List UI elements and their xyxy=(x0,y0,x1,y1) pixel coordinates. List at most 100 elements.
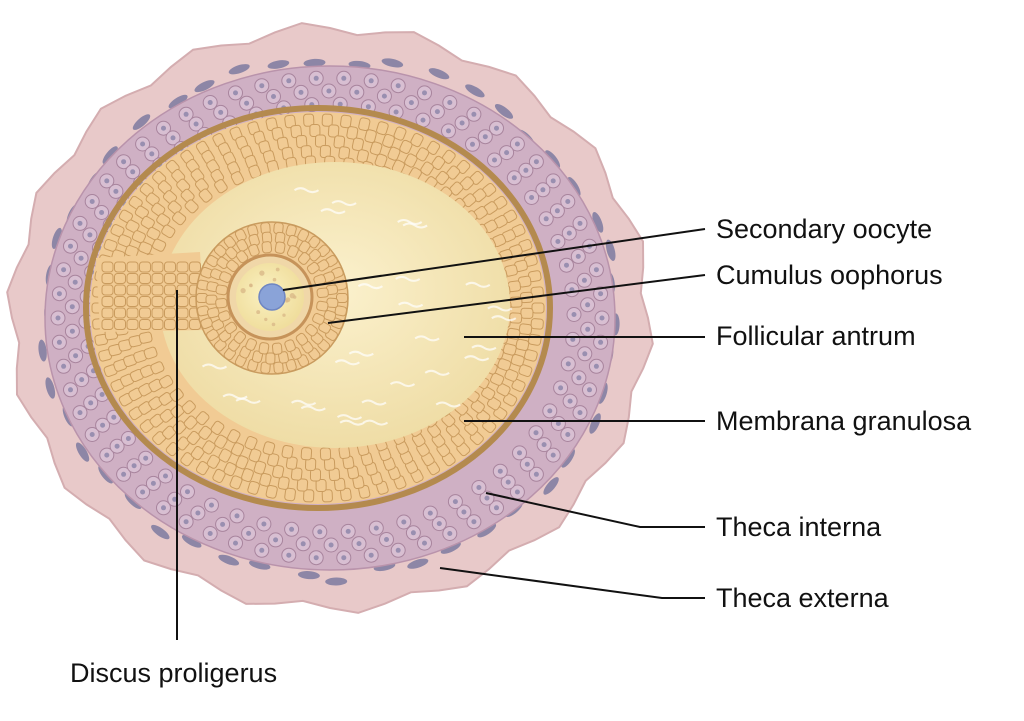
theca-interna-nucleus xyxy=(121,471,127,477)
granulosa-cell xyxy=(150,361,165,375)
theca-interna-nucleus xyxy=(582,351,588,357)
cumulus-cell xyxy=(297,228,310,242)
theca-interna-nucleus xyxy=(246,530,252,536)
theca-interna-nucleus xyxy=(143,455,149,461)
granulosa-cell xyxy=(333,135,346,149)
theca-interna-nucleus xyxy=(68,243,73,249)
granulosa-cell xyxy=(227,429,241,444)
granulosa-cell xyxy=(198,425,213,440)
theca-externa-fibroblast xyxy=(38,339,47,362)
granulosa-cell xyxy=(161,224,176,239)
theca-interna-nucleus xyxy=(149,151,155,157)
theca-interna-nucleus xyxy=(434,109,440,115)
theca-interna-nucleus xyxy=(585,326,591,332)
theca-interna-nucleus xyxy=(77,410,83,416)
theca-interna-nucleus xyxy=(461,509,467,515)
discus-proligerus-cell xyxy=(151,307,164,319)
cumulus-cell xyxy=(274,241,286,254)
theca-interna-nucleus xyxy=(100,422,106,428)
theca-interna-nucleus xyxy=(422,90,427,96)
discus-proligerus-cell xyxy=(176,284,189,296)
leader-secondary-oocyte xyxy=(282,228,706,291)
theca-interna-nucleus xyxy=(61,363,67,369)
antrum-fluid-texture xyxy=(201,187,517,426)
theca-interna-nucleus xyxy=(598,291,604,297)
theca-interna-nucleus xyxy=(471,519,477,525)
discus-proligerus-cell xyxy=(164,261,176,273)
theca-interna-nucleus xyxy=(104,178,110,184)
theca-externa-fibroblast xyxy=(477,523,497,538)
theca-interna-nucleus xyxy=(577,220,583,226)
discus-proligerus-cell xyxy=(164,284,176,296)
discus-proligerus-cell xyxy=(126,319,139,330)
theca-interna-nucleus xyxy=(207,531,213,536)
theca-interna-nucleus xyxy=(565,361,571,367)
theca-interna-nucleus xyxy=(73,353,79,359)
theca-interna-nucleus xyxy=(540,187,546,193)
granulosa-cell xyxy=(230,171,245,186)
theca-externa-fibroblast xyxy=(51,227,62,249)
label-follicular-antrum: Follicular antrum xyxy=(716,321,916,351)
theca-interna-nucleus xyxy=(104,452,110,458)
cumulus-cell xyxy=(207,307,220,319)
discus-proligerus-cell xyxy=(114,319,126,330)
theca-interna-nucleus xyxy=(523,167,529,173)
theca-interna-nucleus xyxy=(193,121,199,127)
granulosa-cell xyxy=(393,126,407,141)
theca-interna-nucleus xyxy=(244,100,250,106)
granulosa-cell xyxy=(284,487,296,502)
cumulus-cell xyxy=(278,351,289,364)
cumulus-cell xyxy=(215,284,228,296)
theca-interna-nucleus xyxy=(99,210,105,215)
discus-proligerus-cell xyxy=(101,261,114,273)
theca-interna-nucleus xyxy=(576,375,582,381)
discus-proligerus-cell xyxy=(126,307,139,319)
label-discus-proligerus: Discus proligerus xyxy=(70,658,278,688)
label-membrana-granulosa: Membrana granulosa xyxy=(716,406,972,436)
cumulus-cell xyxy=(213,244,227,258)
theca-interna-nucleus xyxy=(436,521,442,527)
theca-interna-nucleus xyxy=(384,537,389,542)
theca-interna-nucleus xyxy=(598,339,604,345)
granulosa-cell xyxy=(146,226,161,241)
cumulus-cell xyxy=(233,331,247,344)
theca-interna-nucleus xyxy=(218,109,224,115)
cumulus-cell xyxy=(285,358,297,372)
theca-interna-nucleus xyxy=(459,120,465,126)
theca-interna-nucleus xyxy=(492,157,497,163)
granulosa-cell xyxy=(259,472,272,487)
theca-interna-nucleus xyxy=(163,473,168,479)
theca-interna-nucleus xyxy=(259,83,265,89)
theca-interna-nucleus xyxy=(313,75,319,81)
granulosa-cell xyxy=(404,153,418,168)
antrum-wisp xyxy=(414,335,440,342)
granulosa-cell xyxy=(410,133,424,148)
theca-interna-nucleus xyxy=(395,83,401,89)
theca-interna-nucleus xyxy=(365,104,371,110)
granulosa-cell xyxy=(103,239,118,252)
cumulus-cell xyxy=(307,235,321,249)
discus-proligerus-cell xyxy=(101,284,114,296)
theca-interna-nucleus xyxy=(524,461,530,467)
antrum-wisp xyxy=(235,397,261,404)
antrum-wisp xyxy=(331,200,357,207)
theca-interna-nucleus xyxy=(505,479,511,485)
discus-proligerus-cell xyxy=(151,273,164,284)
granulosa-cell xyxy=(504,368,519,382)
granulosa-cell xyxy=(195,411,210,426)
theca-interna-nucleus xyxy=(422,540,427,546)
discus-proligerus-cell xyxy=(114,261,126,273)
theca-interna-nucleus xyxy=(183,519,189,525)
discus-proligerus-cell xyxy=(126,273,139,284)
theca-interna-nucleus xyxy=(504,150,510,156)
theca-interna-nucleus xyxy=(514,141,520,147)
theca-externa-fibroblast xyxy=(168,94,188,109)
granulosa-cell xyxy=(167,200,182,215)
granulosa-cell xyxy=(510,354,525,367)
discus-proligerus-cell xyxy=(164,307,176,319)
theca-interna-nucleus xyxy=(261,521,267,527)
theca-interna-cells xyxy=(50,70,610,566)
theca-interna-nucleus xyxy=(172,496,178,502)
theca-interna-nucleus xyxy=(130,169,136,175)
theca-externa-fibroblast xyxy=(605,239,616,261)
